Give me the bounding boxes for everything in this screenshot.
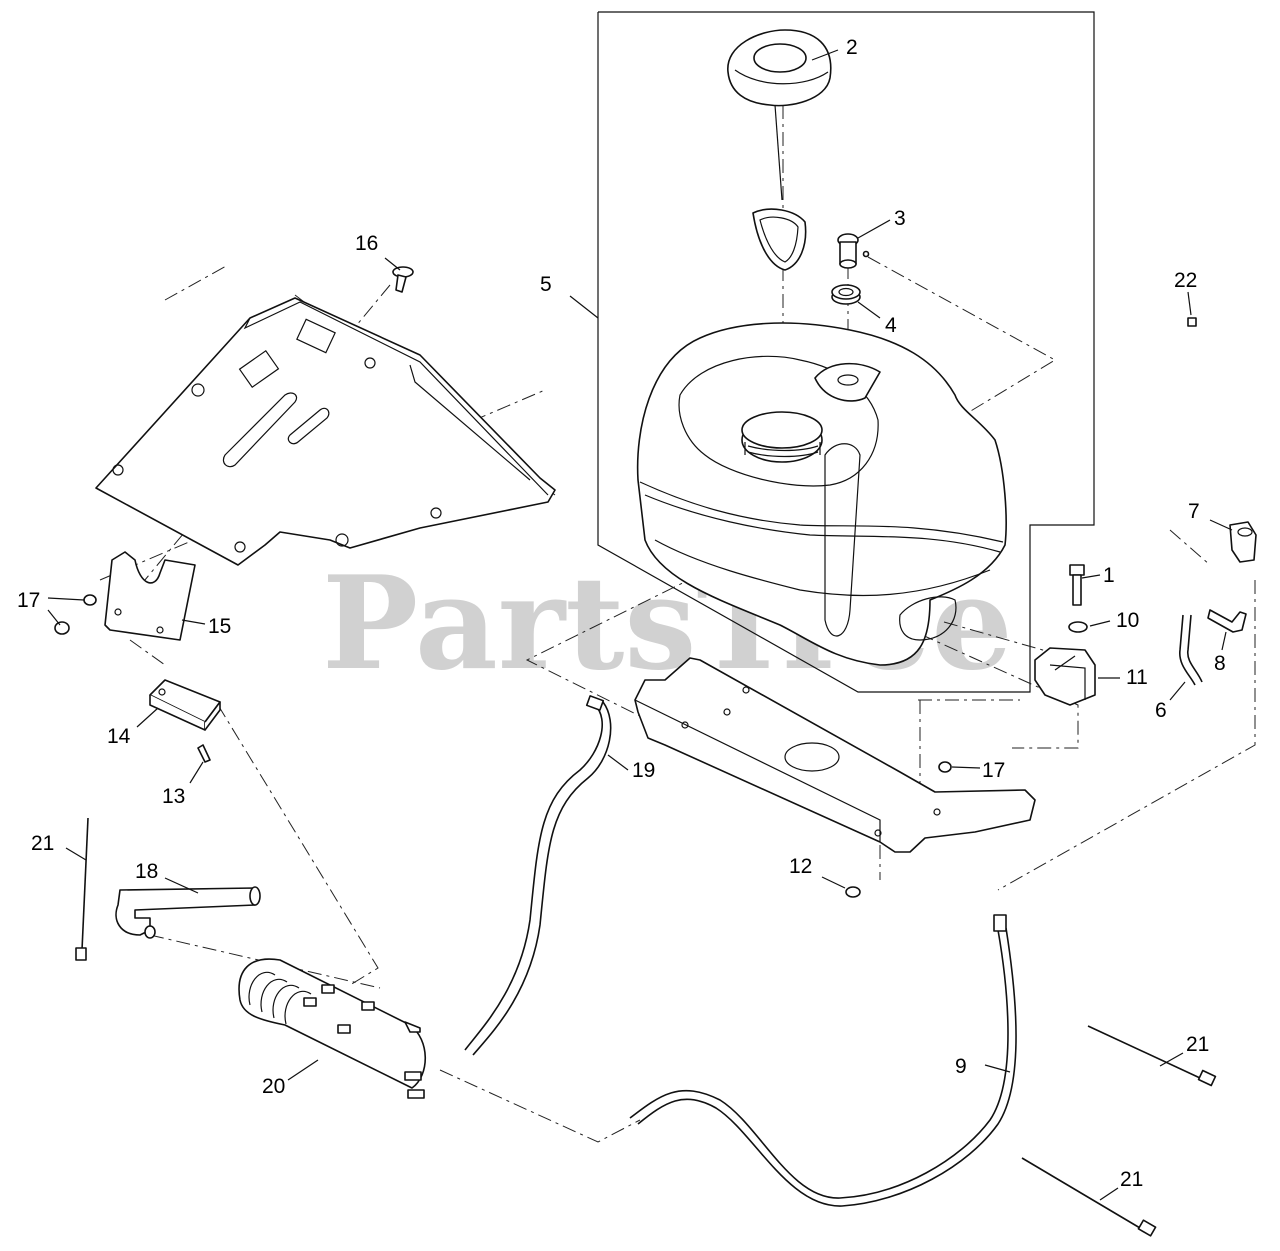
clip xyxy=(1187,317,1197,327)
bracket xyxy=(104,551,196,641)
callout-21-bottom: 21 xyxy=(1120,1168,1143,1191)
callout-18: 18 xyxy=(135,860,158,883)
callout-10: 10 xyxy=(1116,609,1139,632)
callout-21-left: 21 xyxy=(31,832,54,855)
carriage-bolt xyxy=(392,266,414,293)
nut xyxy=(938,761,952,773)
mount-bracket xyxy=(1034,647,1096,706)
callout-6: 6 xyxy=(1155,699,1167,722)
short-hose xyxy=(1179,614,1203,686)
callout-20: 20 xyxy=(262,1075,285,1098)
callouts: 1 2 3 4 5 6 7 8 9 10 11 12 13 14 15 16 1… xyxy=(17,36,1226,1191)
bolt xyxy=(1069,564,1085,606)
tank-assembly-outline xyxy=(597,11,1095,693)
cable-tie xyxy=(75,817,89,961)
callout-8: 8 xyxy=(1214,652,1226,675)
washer xyxy=(1068,621,1088,633)
elbow-fitting xyxy=(1207,609,1247,633)
screw xyxy=(197,744,211,763)
callout-5: 5 xyxy=(540,273,552,296)
base-plate xyxy=(634,657,1036,853)
rollover-valve xyxy=(1229,521,1257,563)
callout-17-left: 17 xyxy=(17,589,40,612)
callout-16: 16 xyxy=(355,232,378,255)
fuel-cap xyxy=(727,29,832,271)
fuel-tank xyxy=(636,322,1007,666)
callout-4: 4 xyxy=(885,314,897,337)
grommet xyxy=(831,284,861,305)
callout-3: 3 xyxy=(894,207,906,230)
cable-tie xyxy=(1087,1025,1217,1087)
callout-21-right: 21 xyxy=(1186,1033,1209,1056)
callout-15: 15 xyxy=(208,615,231,638)
callout-11: 11 xyxy=(1126,666,1148,689)
callout-7: 7 xyxy=(1188,500,1200,523)
hose xyxy=(115,886,261,939)
callout-9: 9 xyxy=(955,1055,967,1078)
leader-lines xyxy=(47,49,1233,1201)
callout-1: 1 xyxy=(1103,564,1115,587)
callout-14: 14 xyxy=(107,725,131,748)
callout-13: 13 xyxy=(162,785,185,808)
clamp xyxy=(149,679,221,731)
callout-2: 2 xyxy=(846,36,858,59)
vent-line xyxy=(629,914,1017,1207)
callout-17-right: 17 xyxy=(982,759,1005,782)
fuel-line xyxy=(464,695,612,1056)
charcoal-canister xyxy=(238,958,427,1099)
nut xyxy=(54,594,97,635)
vent-valve xyxy=(837,233,870,269)
rivet xyxy=(845,886,861,898)
callout-12: 12 xyxy=(789,855,812,878)
callout-19: 19 xyxy=(632,759,655,782)
callout-22: 22 xyxy=(1174,269,1197,292)
cable-tie xyxy=(1021,1157,1157,1237)
mounting-plate xyxy=(95,297,556,566)
